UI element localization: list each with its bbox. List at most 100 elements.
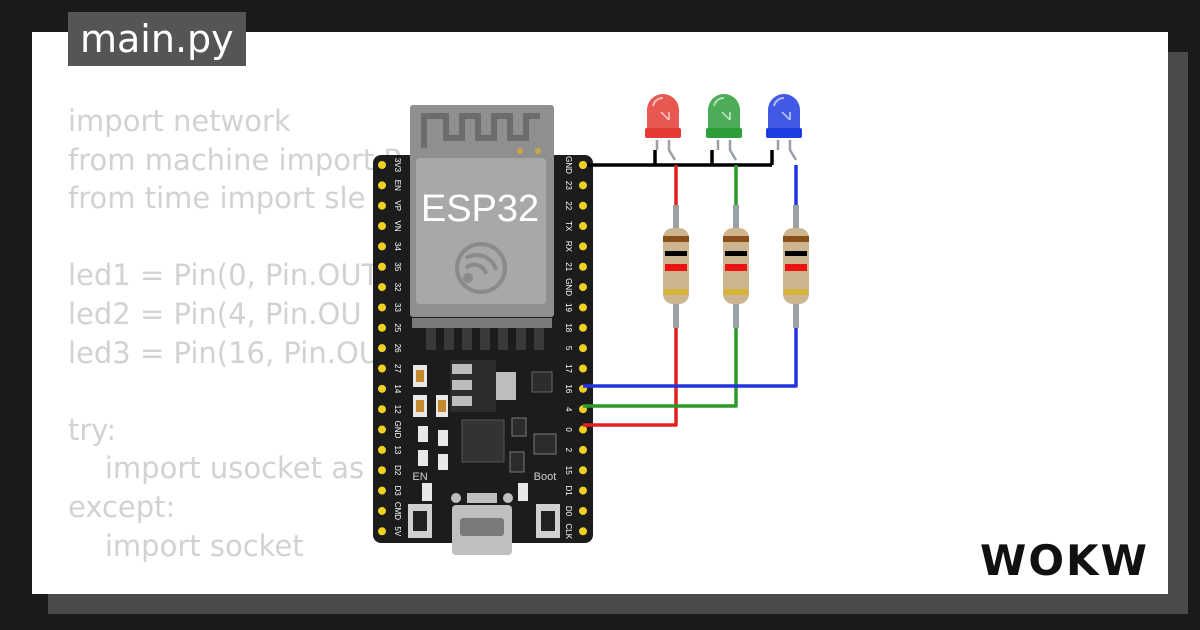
pin-left-1[interactable] [378,181,386,190]
code-line: from machine import P [68,142,402,177]
pin-label: 34 [393,242,402,251]
pin-label: 12 [393,405,402,414]
pin-label: 14 [393,384,402,393]
code-line: led3 = Pin(16, Pin.OU [68,335,380,370]
pin-label: GND [564,156,573,174]
pin-label: D2 [393,465,402,476]
pin-right-17[interactable] [579,506,587,515]
code-line: led1 = Pin(0, Pin.OUT [68,258,380,293]
resistors [663,205,809,328]
pin-label: 27 [393,364,402,373]
pin-left-6[interactable] [378,283,386,292]
green-led[interactable] [706,94,742,161]
pin-left-17[interactable] [378,506,386,515]
pin-label: 17 [564,364,573,373]
wire-blue [583,165,798,388]
pin-label: 0 [564,427,573,432]
wires [583,150,798,427]
pin-right-15[interactable] [579,466,587,475]
pin-label: VP [393,200,402,211]
blue-led[interactable] [766,94,802,161]
pin-left-2[interactable] [378,201,386,210]
module-shield [416,158,546,304]
wokwi-logo: WOKWi [980,536,1148,583]
pin-label: 4 [564,407,573,412]
pin-left-9[interactable] [378,344,386,353]
pin-right-2[interactable] [579,201,587,210]
en-label: EN [412,471,427,483]
pin-left-0[interactable] [378,161,386,169]
code-line: import usocket as [68,451,365,486]
pin-label: GND [393,421,402,439]
pin-label: 2 [564,448,573,453]
pin-left-13[interactable] [378,425,386,434]
left-pin-header: 3V3ENVPVN343532332526271412GND13D2D3CMD5… [378,158,402,537]
pin-right-10[interactable] [579,364,587,373]
boot-button[interactable] [536,504,560,538]
code-line: except: [68,489,176,524]
pin-right-4[interactable] [579,242,587,251]
pin-left-8[interactable] [378,323,386,332]
pin-left-14[interactable] [378,445,386,454]
pin-right-14[interactable] [579,445,587,454]
pin-label: D3 [393,485,402,496]
pin-right-5[interactable] [579,262,587,271]
pin-label: CMD [393,502,402,520]
red-led[interactable] [645,94,681,161]
pin-left-11[interactable] [378,384,386,393]
en-button[interactable] [408,504,432,538]
leds [645,94,802,161]
pin-right-9[interactable] [579,344,587,353]
pin-right-1[interactable] [579,181,587,190]
pin-label: 26 [393,344,402,353]
pin-left-3[interactable] [378,222,386,231]
pin-left-7[interactable] [378,303,386,312]
pin-label: 22 [564,201,573,210]
pin-label: TX [564,221,573,232]
pin-label: 3V3 [393,158,402,173]
pin-label: 35 [393,262,402,271]
esp32-board[interactable]: ESP32 3V3ENVPVN343532332526271412GND13D2… [373,105,593,555]
pin-label: 23 [564,181,573,190]
code-line: try: [68,412,117,447]
pin-left-18[interactable] [378,527,386,536]
pin-right-16[interactable] [579,486,587,495]
code-line: led2 = Pin(4, Pin.OU [68,296,362,331]
pin-label: 25 [393,323,402,332]
pin-label: GND [564,278,573,296]
file-tab-main-py[interactable]: main.py [68,12,246,66]
pin-label: 21 [564,262,573,271]
pin-right-3[interactable] [579,222,587,231]
pin-label: D0 [564,506,573,517]
pin-label: 18 [564,323,573,332]
pin-label: 15 [564,466,573,475]
code-line: import socket [68,528,304,563]
pin-right-13[interactable] [579,425,587,434]
pin-label: D1 [564,485,573,496]
pin-left-15[interactable] [378,466,386,475]
pin-label: 33 [393,303,402,312]
pin-label: 16 [564,384,573,393]
wokwi-logo-text: WOKWi [980,536,1148,583]
pin-left-16[interactable] [378,486,386,495]
pin-right-8[interactable] [579,323,587,332]
pin-right-18[interactable] [579,527,587,536]
resistor-green [723,205,749,328]
pin-right-6[interactable] [579,283,587,292]
pin-left-12[interactable] [378,405,386,414]
chip-label: ESP32 [421,188,539,230]
pin-label: VN [393,220,402,231]
pin-left-4[interactable] [378,242,386,251]
pin-right-7[interactable] [579,303,587,312]
pin-label: 5V [393,526,402,536]
pin-label: EN [393,180,402,191]
code-line: import network [68,104,291,138]
wire-red [583,165,678,427]
pin-label: 32 [393,283,402,292]
pin-left-5[interactable] [378,262,386,271]
pin-left-10[interactable] [378,364,386,373]
pin-label: 19 [564,303,573,312]
